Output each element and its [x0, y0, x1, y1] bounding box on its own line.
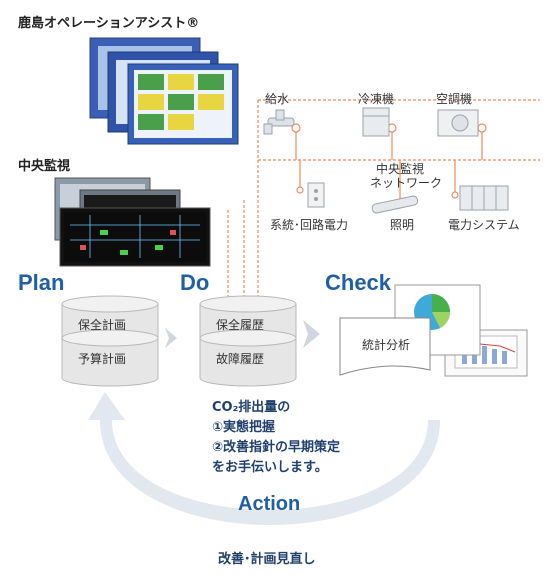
do-to-check-arrow: [303, 320, 320, 348]
water-label: 給水: [265, 92, 290, 106]
power-system-icon: [459, 185, 509, 211]
network-label-2: ネットワーク: [370, 176, 443, 190]
power-system-label: 電力システム: [448, 218, 520, 232]
plan-database: [61, 295, 159, 387]
co2-note: CO₂排出量の ①実態把握 ②改善指針の早期策定 をお手伝いします。: [212, 398, 340, 478]
kashima-screens: [89, 37, 239, 145]
central-monitor-screens: [54, 177, 211, 267]
plan-to-do-arrow: [165, 328, 177, 348]
phase-do: Do: [180, 270, 210, 295]
co2-note-line: ①実態把握: [212, 420, 276, 435]
check-documents: [339, 284, 528, 377]
aircon-label: 空調機: [436, 92, 473, 106]
check-item-statistics: 統計分析: [362, 338, 411, 352]
phase-action: Action: [238, 493, 301, 515]
power-line-label: 系統･回路電力: [270, 218, 349, 232]
central-monitoring-title: 中央監視: [18, 159, 71, 174]
plan-item-budget: 予算計画: [78, 352, 127, 366]
co2-note-line: CO₂排出量の: [212, 400, 291, 415]
improvement-note: 改善･計画見直し: [218, 552, 316, 567]
co2-note-line: をお手伝いします。: [212, 460, 328, 475]
network-nodes: [291, 123, 487, 199]
kashima-title: 鹿島オペレーションアシスト®: [18, 16, 200, 31]
outlet-icon: [307, 182, 325, 208]
lighting-label: 照明: [390, 218, 415, 232]
plan-item-maintenance: 保全計画: [78, 318, 127, 332]
network-lines: [227, 99, 540, 300]
network-label-1: 中央監視: [376, 162, 425, 176]
lighting-icon: [371, 195, 419, 214]
faucet-icon: [263, 109, 295, 135]
co2-note-line: ②改善指針の早期策定: [212, 440, 341, 455]
do-item-maintenance-history: 保全履歴: [216, 318, 265, 332]
freezer-icon: [362, 107, 390, 137]
do-database: [199, 295, 297, 387]
do-item-failure-history: 故障履歴: [216, 352, 265, 366]
aircon-icon: [437, 109, 479, 137]
freezer-label: 冷凍機: [358, 92, 395, 106]
phase-check: Check: [325, 270, 392, 295]
phase-plan: Plan: [18, 270, 65, 295]
